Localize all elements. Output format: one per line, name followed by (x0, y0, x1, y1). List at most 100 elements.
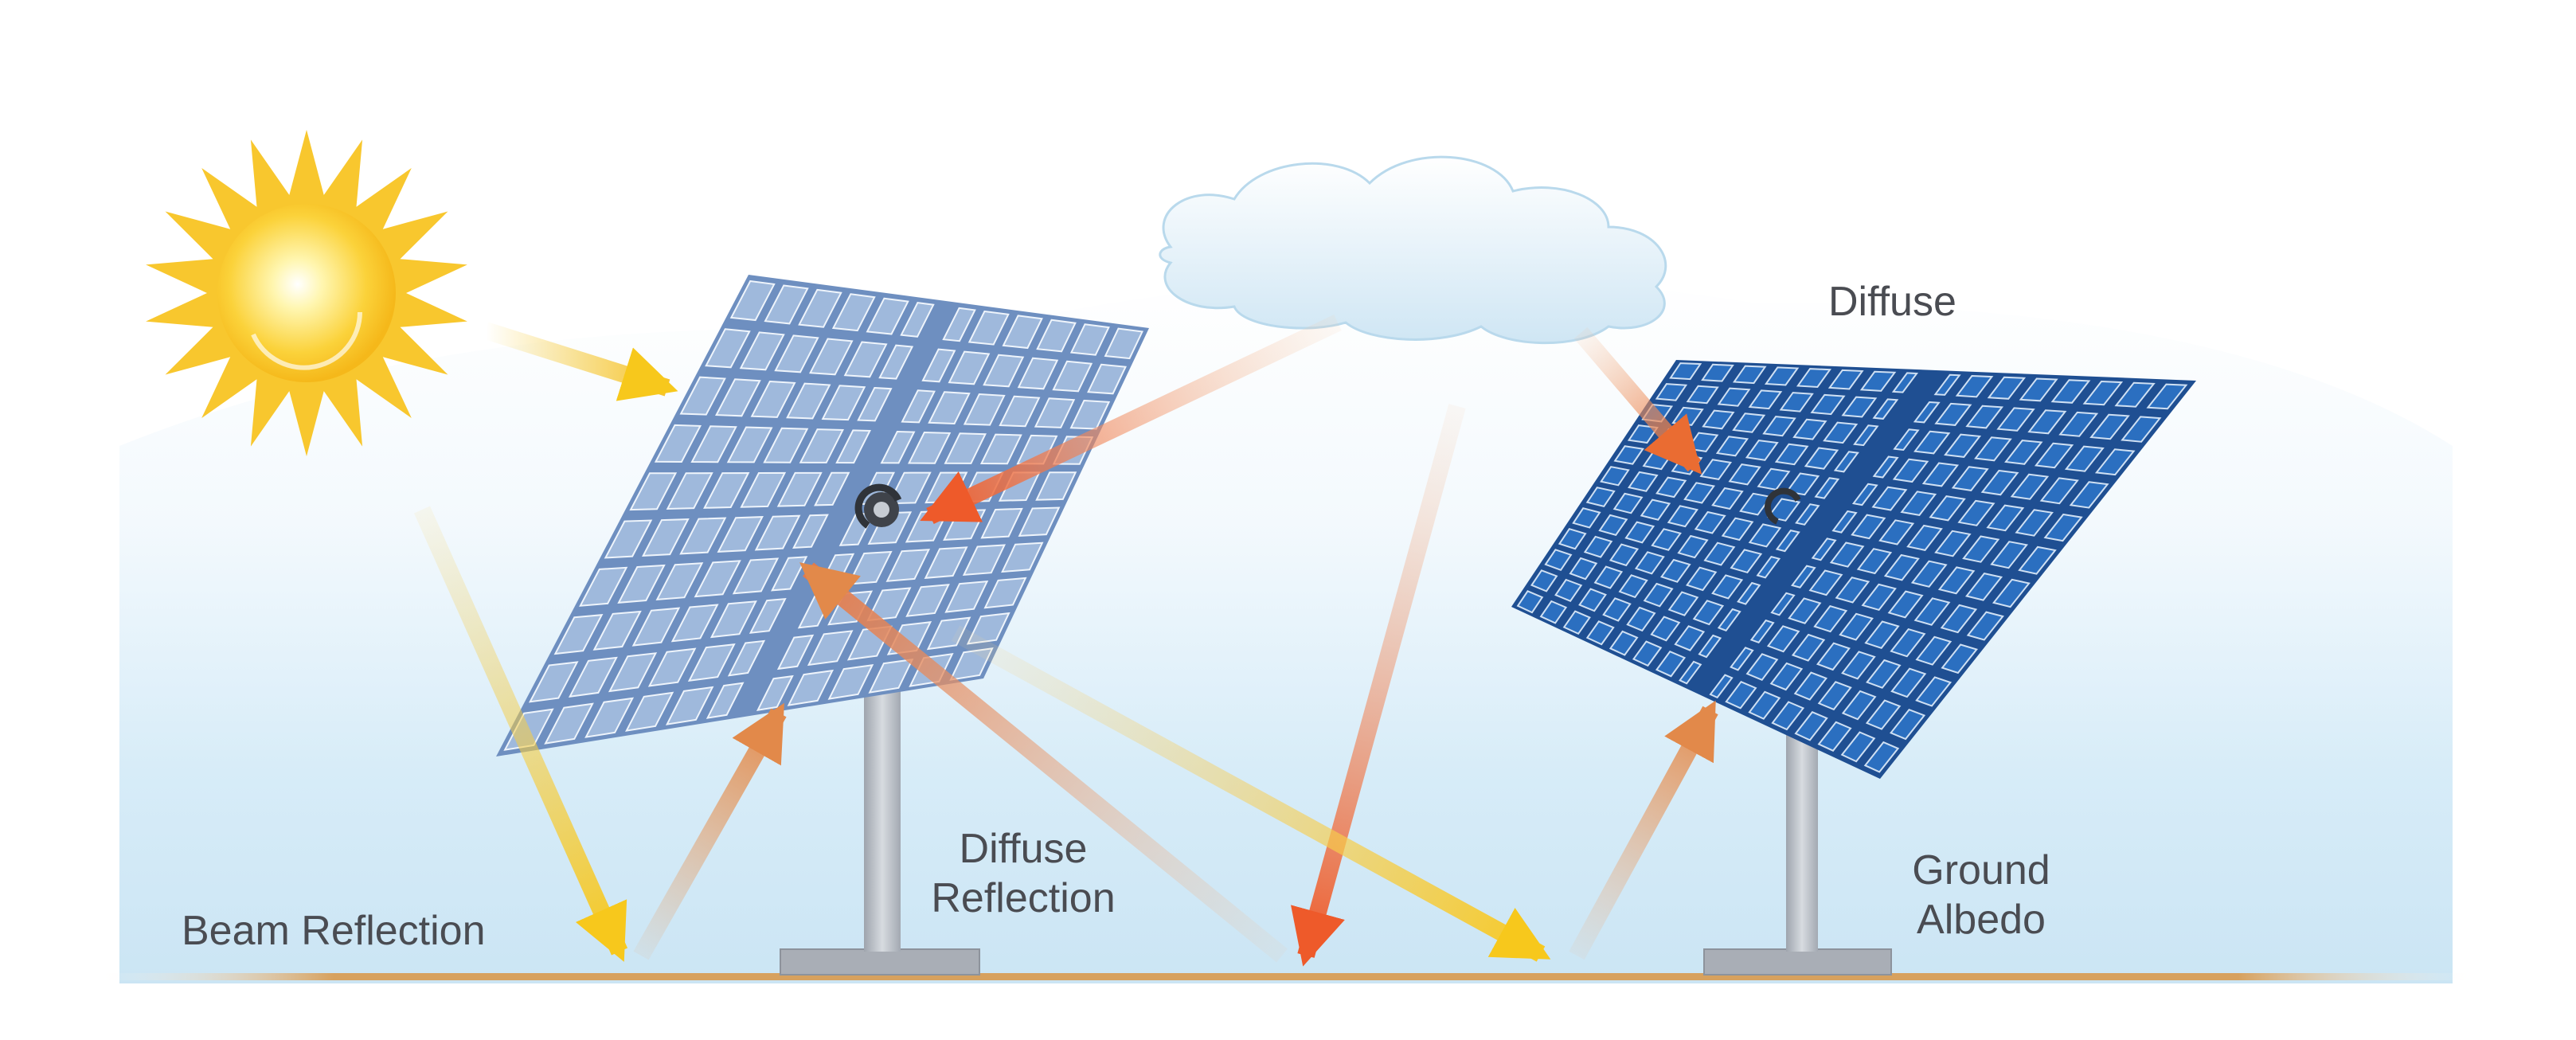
solar-cell (1871, 486, 1908, 511)
solar-cell (1745, 440, 1779, 461)
solar-cell (764, 284, 809, 325)
solar-cell (690, 425, 737, 463)
solar-cell (729, 280, 776, 322)
solar-cell (905, 584, 950, 617)
solar-cell (980, 507, 1023, 539)
solar-cell (1739, 492, 1773, 516)
solar-cell (1823, 421, 1859, 444)
solar-cell (1866, 659, 1902, 689)
solar-cell (2121, 416, 2162, 443)
solar-cell (727, 639, 766, 677)
solar-cell (2015, 509, 2054, 537)
solar-cell (694, 560, 741, 598)
solar-cell (1578, 588, 1607, 612)
solar-cell (1583, 535, 1613, 558)
solar-cell (1593, 565, 1624, 589)
solar-cell (1516, 590, 1544, 614)
solar-cell (1872, 455, 1899, 479)
solar-cell (1811, 538, 1837, 561)
solar-cell (799, 428, 845, 463)
solar-cell (1878, 519, 1915, 545)
solar-cell (732, 557, 780, 595)
solar-cell (1893, 428, 1920, 452)
solar-cell (1602, 597, 1632, 622)
solar-cell (786, 382, 831, 420)
solar-cell (1851, 514, 1886, 540)
solar-cell (962, 544, 1007, 577)
solar-cell (866, 297, 909, 335)
solar-cell (1965, 405, 2004, 429)
diffuse-label: Diffuse (1828, 279, 1956, 325)
solar-cell (1872, 398, 1899, 420)
solar-cell (1036, 319, 1077, 353)
solar-cell (924, 546, 968, 579)
solar-cell (1539, 600, 1568, 624)
solar-cell (798, 288, 842, 328)
ground-albedo-label-line1: Ground (1912, 847, 2050, 893)
solar-cell (926, 616, 971, 651)
solar-cell (739, 331, 785, 371)
solar-cell (831, 293, 876, 332)
solar-cell (666, 472, 713, 510)
solar-cell (901, 389, 936, 424)
solar-cell (1791, 633, 1826, 662)
solar-cell (1913, 401, 1941, 424)
solar-cell (1104, 327, 1143, 360)
solar-cell (1749, 619, 1775, 643)
solar-cell (1683, 482, 1716, 504)
solar-cell (1913, 597, 1951, 626)
solar-cell (703, 471, 750, 509)
solar-cell (604, 519, 653, 559)
solar-cell (1728, 463, 1761, 486)
solar-cell (1788, 597, 1822, 624)
solar-cell (1856, 548, 1893, 575)
solar-cell (2043, 513, 2083, 542)
solar-cell (655, 562, 704, 601)
solar-cell (642, 518, 690, 557)
solar-cell (1651, 528, 1682, 551)
solar-cell (1572, 507, 1601, 529)
solar-cell (579, 566, 628, 607)
solar-cell (2018, 545, 2057, 575)
solar-cell (2089, 413, 2130, 440)
solar-cell (2114, 381, 2156, 408)
solar-cell (749, 597, 787, 634)
solar-cell (1915, 676, 1953, 707)
solar-cell (2082, 380, 2124, 406)
solar-cell (1730, 549, 1763, 574)
ground-albedo-label: Ground Albedo (1878, 846, 2085, 944)
solar-cell (1779, 392, 1814, 412)
solar-cell (967, 310, 1010, 346)
solar-cell (670, 604, 719, 643)
beam-reflection-label: Beam Reflection (182, 908, 486, 954)
solar-cell (1937, 566, 1976, 595)
solar-cell (1034, 397, 1076, 428)
solar-cell (1771, 701, 1805, 731)
solar-cell (1892, 458, 1929, 483)
solar-cell (787, 669, 835, 706)
solar-cell (1613, 445, 1644, 465)
solar-cell (1562, 610, 1591, 635)
solar-cell (776, 471, 823, 507)
solar-cell (706, 682, 745, 719)
solar-cell (1702, 409, 1735, 430)
solar-cell (1810, 393, 1846, 416)
solar-cell (1785, 472, 1820, 496)
solar-cell (835, 429, 872, 464)
solar-cell (1769, 662, 1804, 691)
solar-cell (1709, 674, 1734, 699)
solar-cell (1964, 572, 2003, 601)
solar-cell (679, 517, 727, 555)
solar-cell (2064, 445, 2105, 472)
solar-cell (1992, 578, 2031, 608)
solar-cell (1839, 612, 1874, 641)
solar-cell (1717, 387, 1751, 407)
solar-cell (2034, 442, 2074, 469)
solar-cell (1793, 671, 1828, 701)
diffuse-arrow-cloud-to-ground (1291, 404, 1466, 967)
solar-cell (1748, 523, 1782, 548)
solar-cell (1001, 542, 1044, 573)
solar-cell (1966, 611, 2004, 641)
solar-cell (1841, 690, 1877, 721)
